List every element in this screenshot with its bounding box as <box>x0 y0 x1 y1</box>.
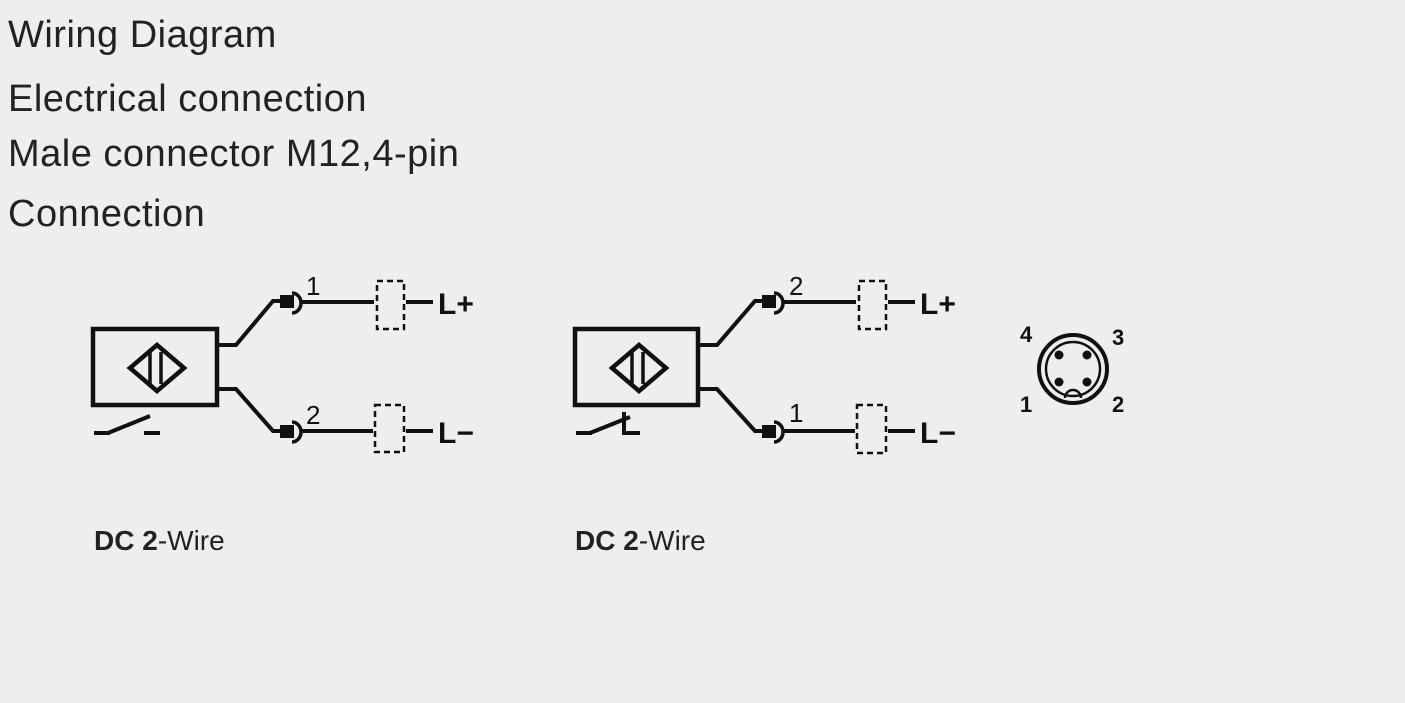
section-heading-electrical: Electrical connection <box>8 78 368 120</box>
sensor-body <box>572 326 701 408</box>
pin-dot <box>1082 377 1092 387</box>
pinout-label-2: 2 <box>1112 392 1124 417</box>
pin-label-top: 1 <box>306 271 320 301</box>
sensor-body <box>90 326 220 408</box>
pin-label-bottom: 2 <box>306 400 320 430</box>
upper-lead <box>217 279 433 347</box>
diagram-caption: DC 2-Wire <box>575 525 706 557</box>
sensor-diamond-icon <box>126 342 188 394</box>
wiring-diagram-1 <box>90 279 433 454</box>
diagram-caption: DC 2-Wire <box>94 525 225 557</box>
wiring-diagram-2 <box>572 279 915 455</box>
lower-lead <box>217 387 433 454</box>
caption-wire-count: 2 <box>623 525 639 556</box>
switch-symbol-closed <box>576 412 640 435</box>
pin-label-bottom: 1 <box>789 398 803 428</box>
pin-dot <box>1054 377 1064 387</box>
pin-dot <box>1082 350 1092 360</box>
caption-dc: DC <box>575 525 616 556</box>
caption-suffix: -Wire <box>157 525 225 556</box>
pinout-label-1: 1 <box>1020 392 1032 417</box>
terminal-label-positive: L+ <box>920 288 956 321</box>
page-title: Wiring Diagram <box>8 14 277 56</box>
pin-dot <box>1054 350 1064 360</box>
terminal-label-positive: L+ <box>438 288 474 321</box>
load-box-icon <box>373 403 406 454</box>
switch-symbol <box>94 414 160 435</box>
pinout-label-3: 3 <box>1112 325 1124 350</box>
section-heading-connection: Connection <box>8 193 206 235</box>
section-heading-connector: Male connector M12,4-pin <box>8 133 460 175</box>
pin-label-top: 2 <box>789 271 803 301</box>
m12-pinout-icon <box>1037 333 1109 405</box>
terminal-label-negative: L− <box>920 417 956 450</box>
load-box-icon <box>857 279 888 331</box>
pinout-label-4: 4 <box>1020 322 1033 347</box>
lower-lead <box>698 387 915 455</box>
caption-wire-count: 2 <box>142 525 158 556</box>
sensor-diamond-icon <box>608 342 670 394</box>
caption-dc: DC <box>94 525 135 556</box>
load-box-icon <box>855 403 888 455</box>
upper-lead <box>698 279 915 347</box>
terminal-label-negative: L− <box>438 417 474 450</box>
load-box-icon <box>375 279 406 331</box>
caption-suffix: -Wire <box>638 525 706 556</box>
